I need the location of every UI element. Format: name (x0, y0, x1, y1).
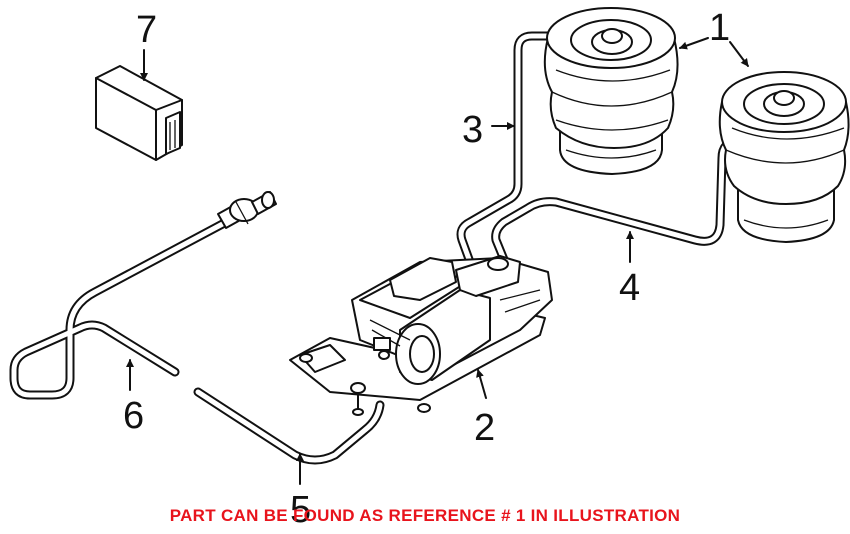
pressure-line-part (9, 191, 385, 465)
air-lines-part (456, 31, 755, 267)
leader-arrows (126, 37, 749, 485)
callout-2: 2 (474, 407, 495, 449)
leader-1b (729, 41, 749, 67)
air-spring-right-part (718, 71, 850, 243)
callout-6: 6 (123, 395, 144, 437)
leader-1a (679, 37, 709, 50)
callout-7: 7 (136, 9, 157, 51)
control-module-part (95, 65, 183, 161)
compressor-part (289, 255, 553, 416)
callout-5: 5 (290, 489, 311, 531)
leader-2 (476, 369, 487, 399)
callout-1: 1 (709, 7, 730, 49)
reference-caption: PART CAN BE FOUND AS REFERENCE # 1 IN IL… (169, 506, 681, 525)
air-spring-left-part (543, 7, 679, 175)
callout-4: 4 (619, 267, 640, 309)
callout-3: 3 (462, 109, 483, 151)
